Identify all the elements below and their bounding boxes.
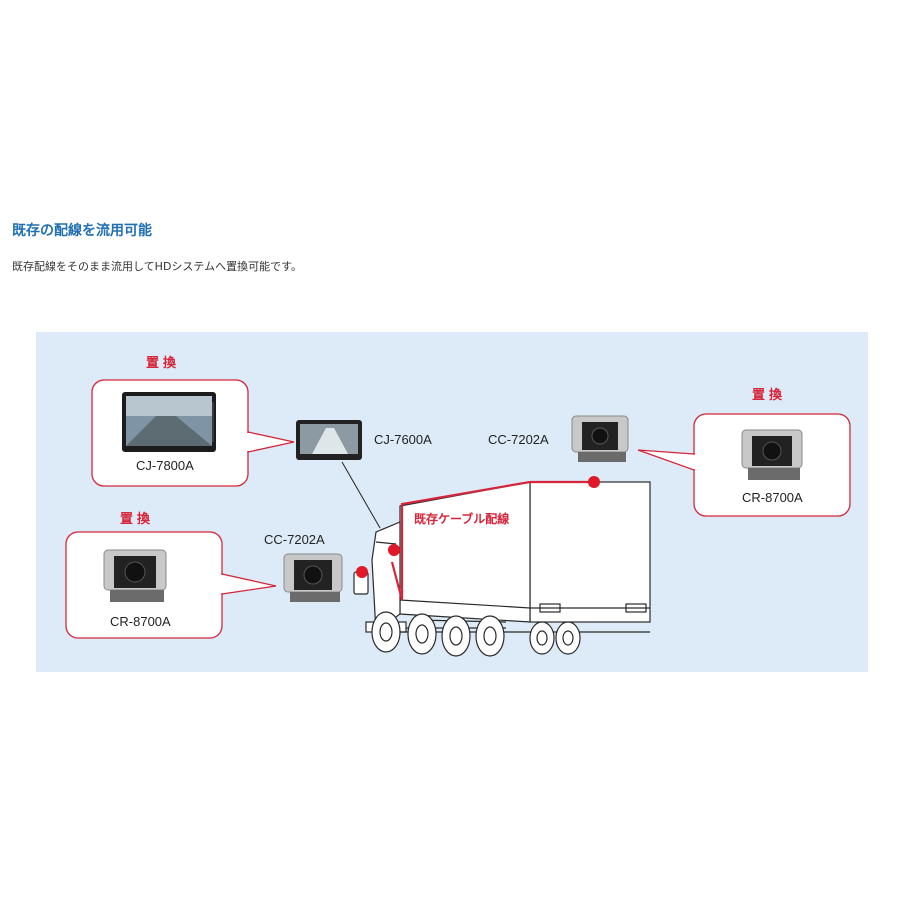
label-cj-7800a: CJ-7800A [136,458,194,473]
label-cr-8700a-left: CR-8700A [110,614,171,629]
replace-label-camera-right: 置換 [752,388,787,403]
wiring-diagram: 置換 置換 置換 CJ-7800A CJ-7600A CC-7202A CR-8… [36,332,868,672]
monitor-old-image [296,420,362,460]
section-heading: 既存の配線を流用可能 [12,223,152,239]
label-cc-7202a-front: CC-7202A [264,532,325,547]
cable-point-cab [388,544,400,556]
camera-old-top-image [571,415,629,462]
replace-label-camera-left: 置換 [120,512,155,527]
label-cj-7600a: CJ-7600A [374,432,432,447]
section-description: 既存配線をそのまま流用してHDシステムへ置換可能です。 [12,260,302,273]
existing-cable-route [390,480,594,601]
cable-point-front-camera [356,566,368,578]
truck-drawing [353,481,651,657]
camera-old-front-image [283,553,343,602]
diagram-canvas [36,332,868,672]
camera-new-right-image [741,429,803,480]
label-existing-cable: 既存ケーブル配線 [414,512,510,526]
label-cr-8700a-right: CR-8700A [742,490,803,505]
label-cc-7202a-top: CC-7202A [488,432,549,447]
monitor-new-image [122,392,216,452]
replace-label-monitor: 置換 [146,356,181,371]
camera-new-left-image [103,549,167,602]
cable-point-top-camera [588,476,600,488]
monitor-leader-line [341,461,381,529]
